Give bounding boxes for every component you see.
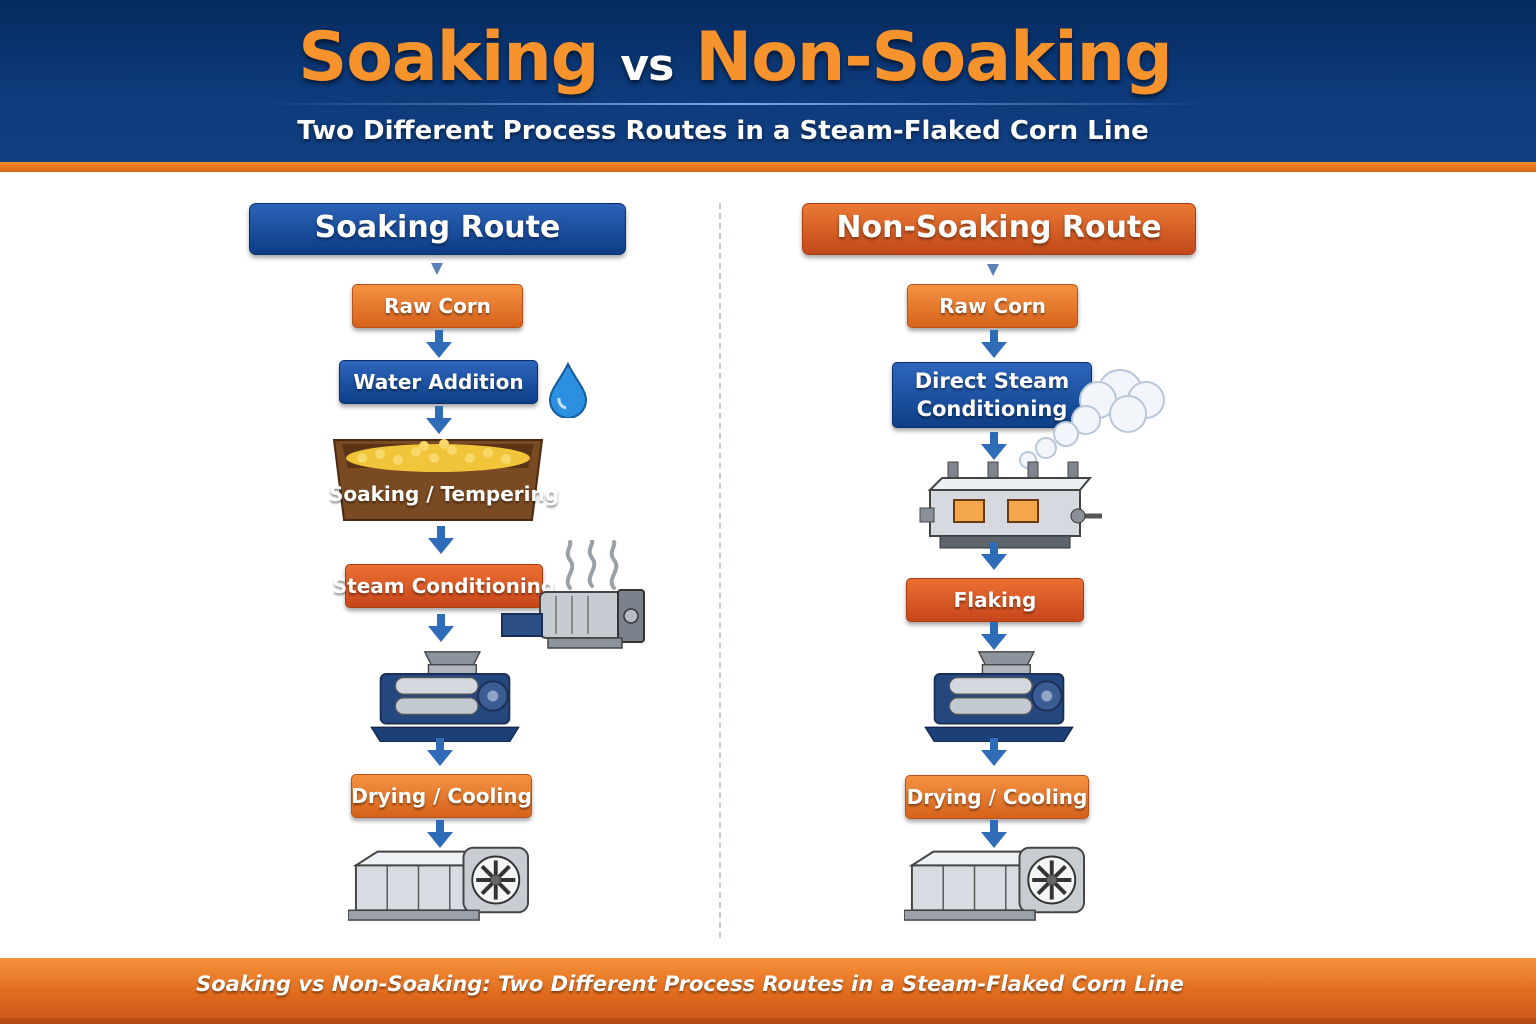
- page-subtitle: Two Different Process Routes in a Steam-…: [297, 116, 1149, 146]
- non-soaking-route-heading: Non-Soaking Route: [802, 203, 1196, 255]
- down-arrow-icon: [979, 738, 1009, 766]
- dryer-cooler-icon: [348, 836, 534, 924]
- soaking-step-water-addition: Water Addition: [339, 360, 538, 404]
- down-arrow-icon: [426, 614, 456, 642]
- dryer-cooler-icon: [904, 836, 1090, 924]
- soaking-step-raw-corn: Raw Corn: [352, 284, 523, 328]
- title-vs: vs: [620, 40, 674, 91]
- footer-stripe: [0, 1018, 1536, 1024]
- water-drop-icon: [548, 362, 588, 418]
- down-arrow-icon: [979, 330, 1009, 358]
- page-title: Soaking vs Non-Soaking: [0, 18, 1470, 97]
- title-non-soaking: Non-Soaking: [695, 18, 1172, 97]
- conditioning-chamber-icon: [919, 461, 1102, 549]
- footer-banner: [0, 958, 1536, 1024]
- non-soaking-step-direct-steam-conditioning: Direct Steam Conditioning: [892, 362, 1092, 428]
- header-accent-stripe: [0, 162, 1536, 172]
- header-banner: [0, 0, 1536, 162]
- down-arrow-icon: [426, 526, 456, 554]
- column-divider: [719, 203, 721, 938]
- flaking-mill-icon: [922, 650, 1076, 742]
- non-soaking-step-raw-corn: Raw Corn: [907, 284, 1078, 328]
- down-arrow-icon: [424, 406, 454, 434]
- down-arrow-icon: [987, 264, 999, 276]
- down-arrow-icon: [979, 432, 1009, 460]
- non-soaking-step-drying-cooling: Drying / Cooling: [905, 775, 1089, 819]
- corn-bin-icon: [332, 439, 544, 521]
- non-soaking-step-flaking: Flaking: [906, 578, 1084, 622]
- down-arrow-icon: [424, 330, 454, 358]
- steam-conditioner-icon: [501, 540, 645, 649]
- down-arrow-icon: [979, 622, 1009, 650]
- soaking-step-tempering: Soaking / Tempering: [328, 482, 560, 506]
- footer-caption: Soaking vs Non-Soaking: Two Different Pr…: [196, 972, 1184, 996]
- soaking-step-steam-conditioning: Steam Conditioning: [333, 564, 555, 608]
- soaking-route-heading: Soaking Route: [249, 203, 626, 255]
- title-divider: [255, 103, 1220, 105]
- title-soaking: Soaking: [298, 18, 599, 97]
- flaking-mill-icon: [368, 650, 522, 742]
- down-arrow-icon: [979, 542, 1009, 570]
- soaking-step-drying-cooling: Drying / Cooling: [351, 774, 532, 818]
- steam-cloud-icon: [1019, 369, 1165, 469]
- down-arrow-icon: [431, 263, 443, 275]
- down-arrow-icon: [425, 738, 455, 766]
